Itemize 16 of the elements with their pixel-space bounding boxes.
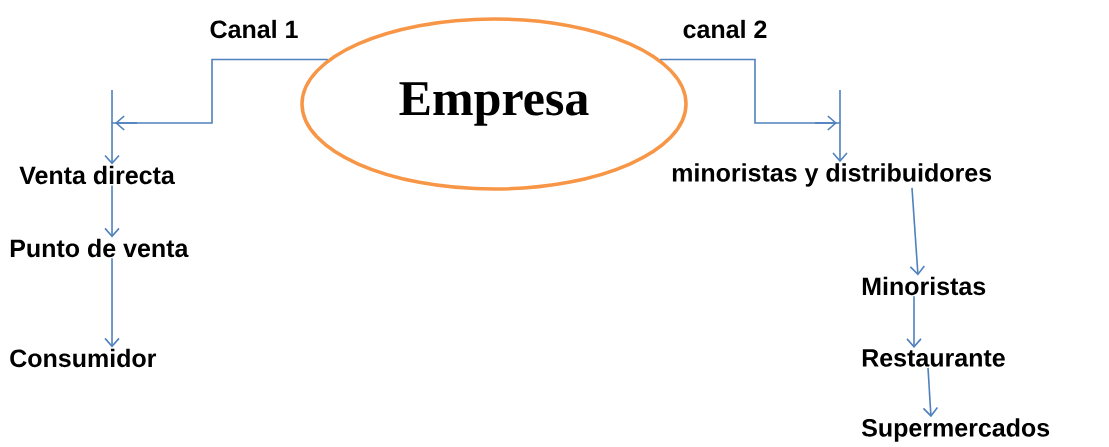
arrow	[104, 257, 120, 348]
edge-label: canal 2	[681, 18, 769, 40]
arrow	[906, 295, 922, 349]
arrow	[659, 58, 848, 163]
arrow	[909, 187, 926, 276]
node-text: Punto de venta	[10, 238, 189, 258]
node-text: Restaurante	[862, 349, 1005, 367]
node-text: Consumidor	[10, 348, 157, 368]
node-text: Venta directa	[19, 165, 175, 185]
node-text: Supermercados	[861, 418, 1050, 442]
arrow	[922, 367, 939, 418]
edge-label: Canal 1	[208, 18, 300, 40]
arrow	[104, 58, 329, 165]
node-text: Minoristas	[862, 276, 986, 296]
arrow	[104, 184, 120, 238]
node-text: minoristas y distribuidores	[672, 163, 992, 187]
